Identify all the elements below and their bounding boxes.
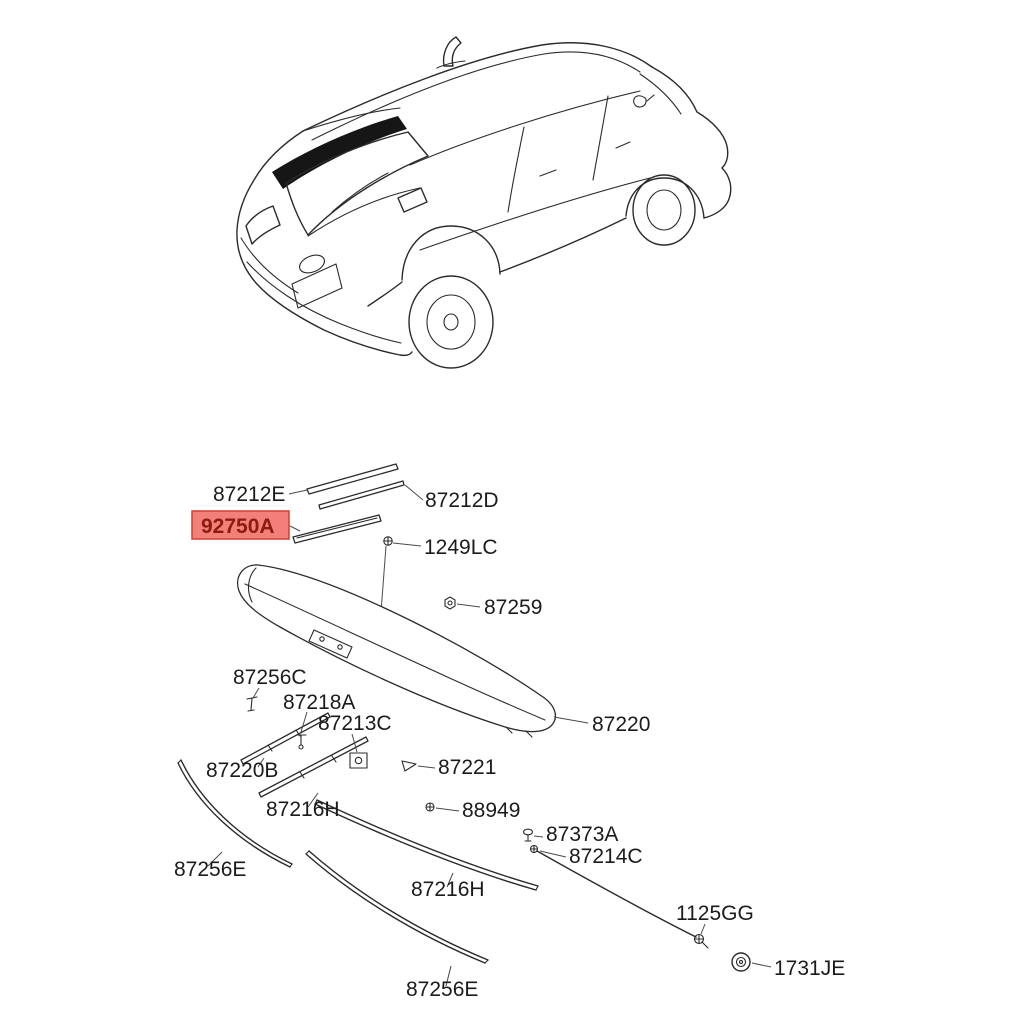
part-label-87256E-bottom: 87256E xyxy=(406,978,478,1001)
highlight-box-92750A xyxy=(191,510,290,540)
roofline xyxy=(302,42,653,132)
moulding-strip-87216H-upper xyxy=(258,736,369,798)
a-pillar-hood xyxy=(651,66,729,169)
spoiler-87220-shape xyxy=(237,564,557,738)
vehicle-illustration xyxy=(236,36,732,369)
clip-icon-87373A xyxy=(522,828,534,842)
exploded-view: 87212E 87212D 92750A 1249LC 87259 87256C… xyxy=(174,463,845,1001)
side-mirror xyxy=(633,94,655,108)
part-label-1731JE: 1731JE xyxy=(774,957,845,980)
leader-lines xyxy=(207,484,772,987)
tailgate-seam xyxy=(307,187,421,237)
front-wheel-arch xyxy=(625,177,705,219)
front-door-seam xyxy=(592,95,609,181)
side-character-line xyxy=(419,177,651,251)
rear-wiper xyxy=(331,172,389,213)
weatherstrip-87256E-left xyxy=(177,759,293,868)
rear-wheel-arch xyxy=(401,225,501,281)
roof-antenna xyxy=(442,36,462,67)
rear-bumper-corner xyxy=(367,281,403,307)
part-label-87218A: 87218A xyxy=(283,691,355,714)
bracket-icon-87213C xyxy=(349,752,368,769)
front-bumper xyxy=(703,167,732,219)
roof-antenna-base xyxy=(436,60,466,69)
taillight-left xyxy=(245,205,281,245)
nut-icon-87259 xyxy=(444,596,456,610)
part-label-87259: 87259 xyxy=(484,596,542,619)
rear-body-outline xyxy=(236,130,413,357)
weatherstrip-87256E-bottom xyxy=(305,850,489,964)
b-pillar-seam xyxy=(507,126,525,213)
part-label-1249LC: 1249LC xyxy=(424,536,498,559)
grommet-icon-1731JE xyxy=(731,952,751,972)
part-label-87220: 87220 xyxy=(592,713,650,736)
roof-rear-edge xyxy=(302,107,401,132)
screw-icon-88949 xyxy=(425,802,435,812)
clip-icon-87221 xyxy=(401,760,417,772)
part-label-87373A: 87373A xyxy=(546,823,618,846)
moulding-strip-87212E xyxy=(306,463,399,495)
bumper-top-line xyxy=(240,237,299,294)
front-wheel-rim xyxy=(646,189,682,231)
part-labels: 87212E 87212D 92750A 1249LC 87259 87256C… xyxy=(174,483,845,1001)
part-label-1125GG: 1125GG xyxy=(676,902,754,925)
rear-wheel-rim xyxy=(426,294,476,350)
part-label-87256E-left: 87256E xyxy=(174,858,246,881)
moulding-strip-87220B xyxy=(240,712,331,765)
windshield-base xyxy=(639,73,682,115)
garnish-strip-92750A xyxy=(292,514,382,544)
rod-87214C xyxy=(529,844,697,938)
part-label-87214C: 87214C xyxy=(569,845,643,868)
part-label-87216H-lower: 87216H xyxy=(411,878,485,901)
part-label-92750A: 92750A xyxy=(201,515,275,538)
clip-icon-87256C xyxy=(246,696,258,712)
bumper-crease xyxy=(246,261,402,344)
part-label-87212E: 87212E xyxy=(213,483,285,506)
rear-wheel xyxy=(408,275,494,369)
taillight-right xyxy=(397,187,428,213)
license-plate-recess xyxy=(291,263,343,309)
part-label-87216H-upper: 87216H xyxy=(266,798,340,821)
part-label-88949: 88949 xyxy=(462,799,520,822)
brand-emblem xyxy=(299,254,325,274)
moulding-strip-87212D xyxy=(318,480,405,510)
part-label-87221: 87221 xyxy=(438,756,496,779)
garnish-strip-inner-line xyxy=(296,517,378,539)
rear-window xyxy=(285,131,429,236)
roof-inner-line xyxy=(311,51,641,141)
screw-icon-1125GG xyxy=(693,933,709,949)
part-label-87212D: 87212D xyxy=(425,489,499,512)
part-label-87213C: 87213C xyxy=(318,712,392,735)
part-label-87256C: 87256C xyxy=(233,666,307,689)
side-window-sill xyxy=(409,90,641,166)
clip-icon-87218A xyxy=(295,734,307,750)
rocker-line xyxy=(499,217,627,273)
part-label-87220B: 87220B xyxy=(206,759,278,782)
rear-wheel-hub xyxy=(443,313,459,331)
front-wheel xyxy=(632,174,696,246)
moulding-strip-87216H-lower xyxy=(314,799,539,891)
door-handles xyxy=(539,141,631,177)
